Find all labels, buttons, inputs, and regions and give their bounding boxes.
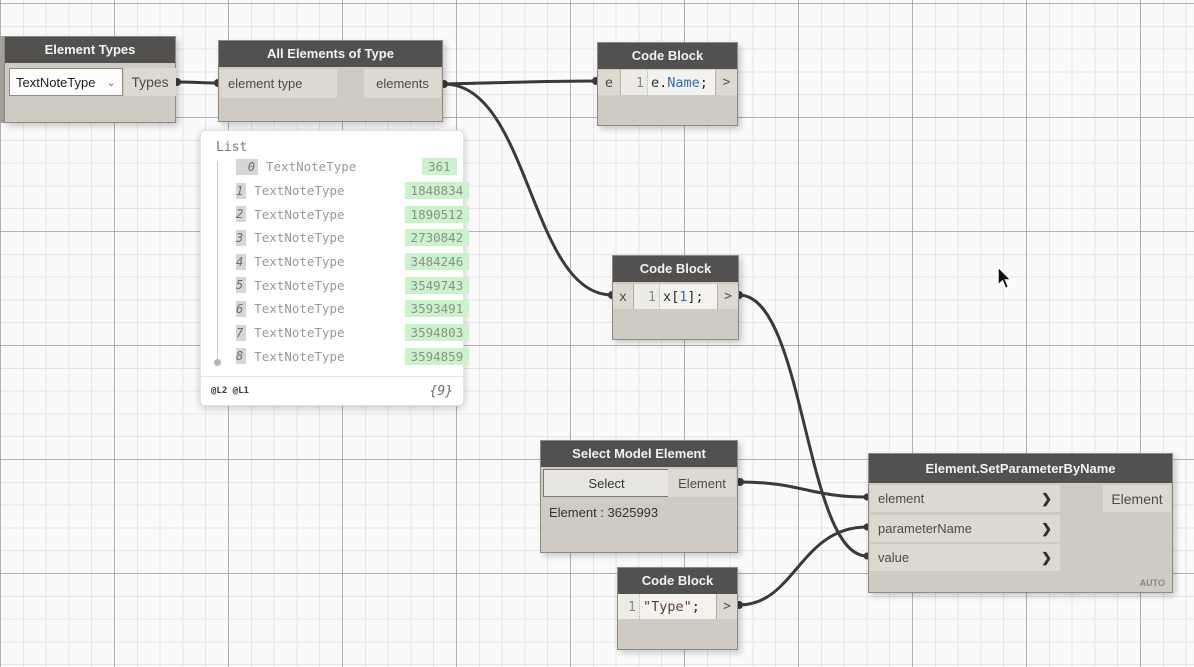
code-line-number: 1: [618, 594, 640, 619]
selected-element-value: Element : 3625993: [549, 505, 659, 520]
clipped-node-edge: [0, 36, 4, 123]
node-code-block-type[interactable]: Code Block 1 "Type"; >: [617, 567, 738, 650]
chevron-down-icon: ⌄: [106, 76, 116, 89]
wire-elements-to-x[interactable]: [442, 82, 614, 297]
output-port-types[interactable]: Types: [124, 68, 176, 96]
node-title[interactable]: Select Model Element: [541, 441, 737, 467]
output-port-element[interactable]: Element: [1103, 485, 1171, 512]
input-port-value[interactable]: value ❯: [870, 544, 1060, 571]
lacing-mode-badge[interactable]: AUTO: [1139, 578, 1165, 588]
output-port[interactable]: >: [715, 70, 737, 95]
wire-elements-to-e[interactable]: [442, 79, 598, 86]
port-dot: [736, 478, 744, 486]
node-all-elements-of-type[interactable]: All Elements of Type element type elemen…: [218, 40, 443, 122]
wire-index-to-value[interactable]: [737, 293, 869, 558]
output-port[interactable]: >: [716, 594, 737, 619]
tree-guide-line: [217, 161, 218, 361]
output-port[interactable]: >: [717, 284, 738, 309]
mouse-cursor: [997, 266, 1013, 290]
node-set-parameter-by-name[interactable]: Element.SetParameterByName element ❯ par…: [868, 453, 1173, 593]
output-port-element[interactable]: Element: [668, 469, 736, 497]
node-title[interactable]: Code Block: [618, 568, 737, 594]
dropdown-value: TextNoteType: [16, 74, 96, 90]
lacing-levels[interactable]: @L2 @L1: [211, 386, 249, 396]
input-port-parametername[interactable]: parameterName ❯: [870, 515, 1060, 542]
node-select-model-element[interactable]: Select Model Element Select Element Elem…: [540, 440, 738, 553]
node-title[interactable]: Element Types: [5, 37, 175, 63]
node-title[interactable]: Code Block: [613, 256, 738, 282]
input-port-element[interactable]: element ❯: [870, 485, 1060, 512]
code-editor[interactable]: e.Name;: [648, 70, 715, 95]
wire-type-to-parametername[interactable]: [737, 525, 869, 607]
code-line-number: 1: [621, 70, 648, 95]
node-code-block-name[interactable]: Code Block e 1 e.Name; >: [597, 42, 738, 126]
list-root-label: List: [216, 140, 248, 155]
node-title[interactable]: Element.SetParameterByName: [869, 454, 1172, 483]
node-element-types[interactable]: Element Types TextNoteType ⌄ Types: [4, 36, 176, 123]
tree-guide-dot: [214, 359, 221, 366]
node-title[interactable]: Code Block: [598, 43, 737, 69]
element-type-dropdown[interactable]: TextNoteType ⌄: [9, 68, 123, 96]
node-title[interactable]: All Elements of Type: [219, 41, 442, 67]
code-line-number: 1: [634, 284, 660, 309]
node-code-block-index[interactable]: Code Block x 1 x[1]; >: [612, 255, 739, 340]
input-port-x[interactable]: x: [613, 284, 634, 309]
default-value-chevron-icon[interactable]: ❯: [1041, 549, 1052, 565]
bubble-footer: @L2 @L1 {9}: [201, 376, 463, 405]
code-editor[interactable]: x[1];: [660, 284, 717, 309]
input-port-element-type[interactable]: element type: [220, 69, 337, 98]
default-value-chevron-icon[interactable]: ❯: [1041, 490, 1052, 506]
wire-select-to-element[interactable]: [738, 480, 869, 499]
code-editor[interactable]: "Type";: [640, 594, 716, 619]
list-count: {9}: [429, 383, 453, 399]
output-port-elements[interactable]: elements: [364, 69, 441, 98]
select-button[interactable]: Select: [543, 469, 670, 497]
input-port-e[interactable]: e: [598, 70, 621, 95]
wire-types-to-elementtype[interactable]: [175, 80, 220, 85]
default-value-chevron-icon[interactable]: ❯: [1041, 520, 1052, 536]
